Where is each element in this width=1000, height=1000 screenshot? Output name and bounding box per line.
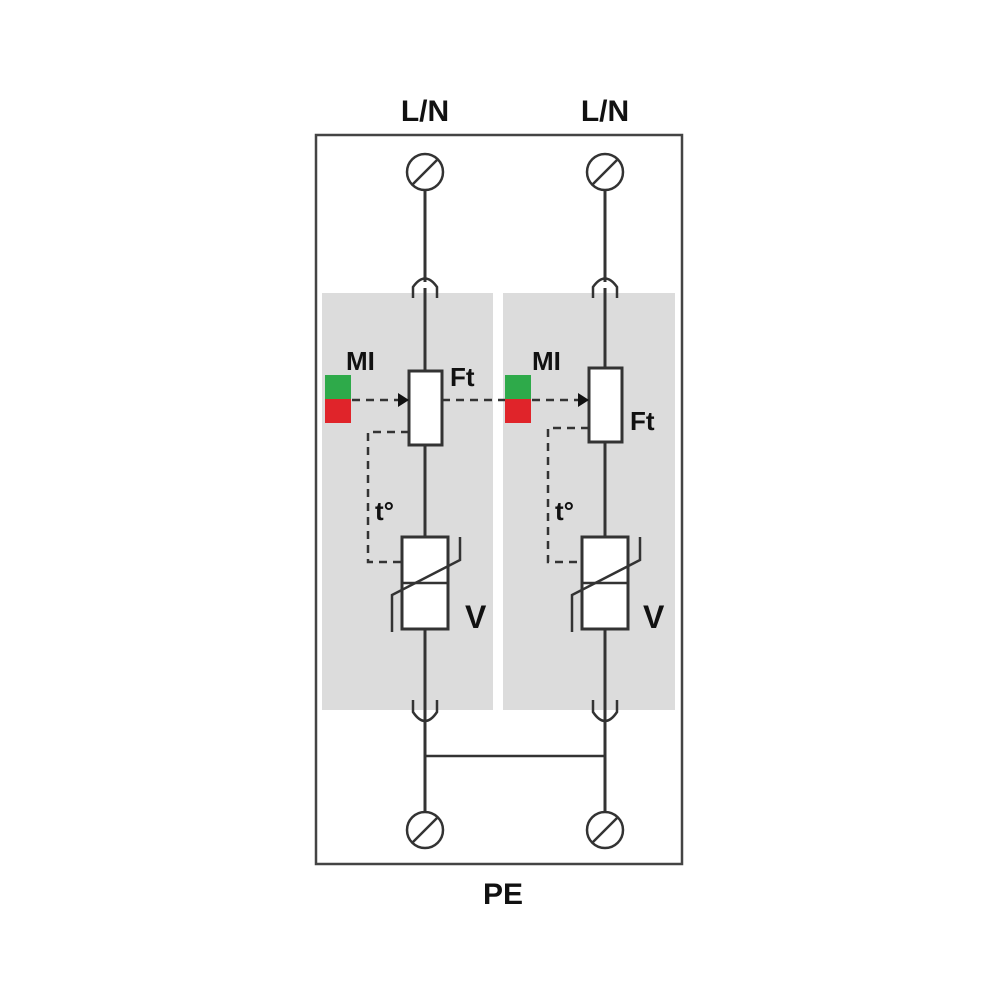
varistor-icon [570, 535, 642, 632]
trip-arrow-icon [578, 393, 589, 407]
thermal-label-left: t° [375, 496, 394, 526]
terminal-label-top-left: L/N [401, 95, 449, 128]
status-indicator-icon [325, 375, 351, 423]
terminal-screw-icon [585, 810, 625, 850]
thermal-label-right: t° [555, 496, 574, 526]
terminal-label-top-right: L/N [581, 95, 629, 128]
terminal-screw-icon [405, 152, 445, 192]
indicator-label-right: MI [532, 346, 561, 376]
trip-arrow-icon [398, 393, 409, 407]
varistor-label-right: V [643, 599, 665, 635]
plug-module-left [322, 293, 493, 710]
channel-left: MI Ft t° V [325, 152, 487, 850]
terminal-screw-icon [585, 152, 625, 192]
fuse-icon [407, 369, 444, 447]
varistor-icon [390, 535, 462, 632]
fuse-label-right: Ft [630, 406, 655, 436]
fuse-icon [587, 366, 624, 444]
varistor-label-left: V [465, 599, 487, 635]
plug-contact-icon [411, 277, 439, 298]
status-indicator-icon [505, 375, 531, 423]
terminal-screw-icon [405, 810, 445, 850]
plug-module-right [503, 293, 675, 710]
plug-contact-icon [591, 277, 619, 298]
fuse-label-left: Ft [450, 362, 475, 392]
indicator-label-left: MI [346, 346, 375, 376]
terminal-label-bottom: PE [483, 878, 523, 911]
channel-right: MI Ft t° V [505, 152, 665, 850]
